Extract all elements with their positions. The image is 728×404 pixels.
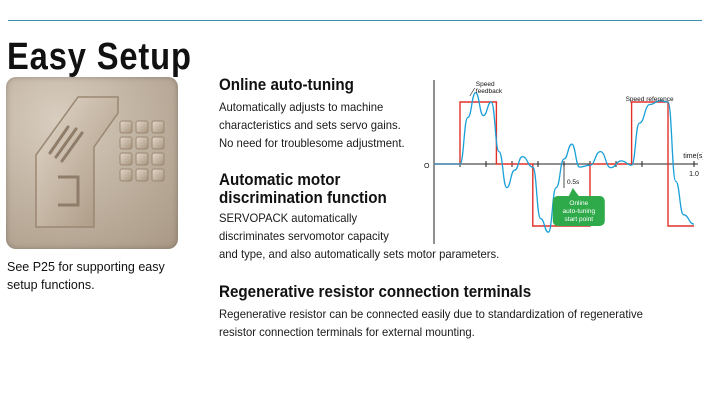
- annotation-speed-reference: Speed reference: [626, 96, 674, 103]
- annotation-pointer: [469, 87, 476, 97]
- body-line: Automatically adjusts to machine: [219, 100, 384, 114]
- page-heading: Easy Setup: [7, 36, 192, 78]
- section-body-regenerative-resistor: Regenerative resistor can be connected e…: [219, 305, 643, 341]
- body-line: resistor connection terminals for extern…: [219, 325, 475, 339]
- side-note-line: setup functions.: [7, 278, 95, 292]
- annotation-0-5s: 0.5s: [567, 179, 580, 186]
- x-tick-label: 1.0: [689, 171, 699, 178]
- series-speed-feedback-line: [434, 92, 695, 233]
- annotation-auto-tuning-start: Online: [569, 200, 588, 207]
- annotation-speed-feedback: Speed: [476, 81, 495, 88]
- annotation-auto-tuning-start: start point: [565, 216, 594, 223]
- callout-pointer: [568, 188, 579, 196]
- section-title-online-auto-tuning: Online auto-tuning: [219, 76, 354, 94]
- section-body-online-auto-tuning: Automatically adjusts to machine charact…: [219, 98, 405, 152]
- annotation-auto-tuning-start: auto-tuning: [563, 208, 596, 215]
- callout-bubble: [552, 196, 605, 226]
- origin-label: O: [424, 163, 430, 170]
- body-line: Regenerative resistor can be connected e…: [219, 307, 643, 321]
- section-title-motor-discrimination: Automatic motor discrimination function: [219, 171, 387, 207]
- top-rule: [8, 20, 702, 21]
- section-body-motor-discrimination: SERVOPACK automatically discriminates se…: [219, 209, 499, 263]
- body-line: characteristics and sets servo gains.: [219, 118, 401, 132]
- body-line: No need for troublesome adjustment.: [219, 136, 405, 150]
- annotation-speed-feedback: feedback: [476, 88, 503, 95]
- body-line: discriminates servomotor capacity: [219, 229, 389, 243]
- section-title-regenerative-resistor: Regenerative resistor connection termina…: [219, 283, 532, 301]
- side-note-line: See P25 for supporting easy: [7, 260, 165, 274]
- side-note: See P25 for supporting easy setup functi…: [7, 258, 187, 294]
- body-line: and type, and also automatically sets mo…: [219, 247, 500, 261]
- x-axis-label: time(s): [683, 153, 703, 160]
- easy-setup-icon: [6, 77, 178, 249]
- body-line: SERVOPACK automatically: [219, 211, 358, 225]
